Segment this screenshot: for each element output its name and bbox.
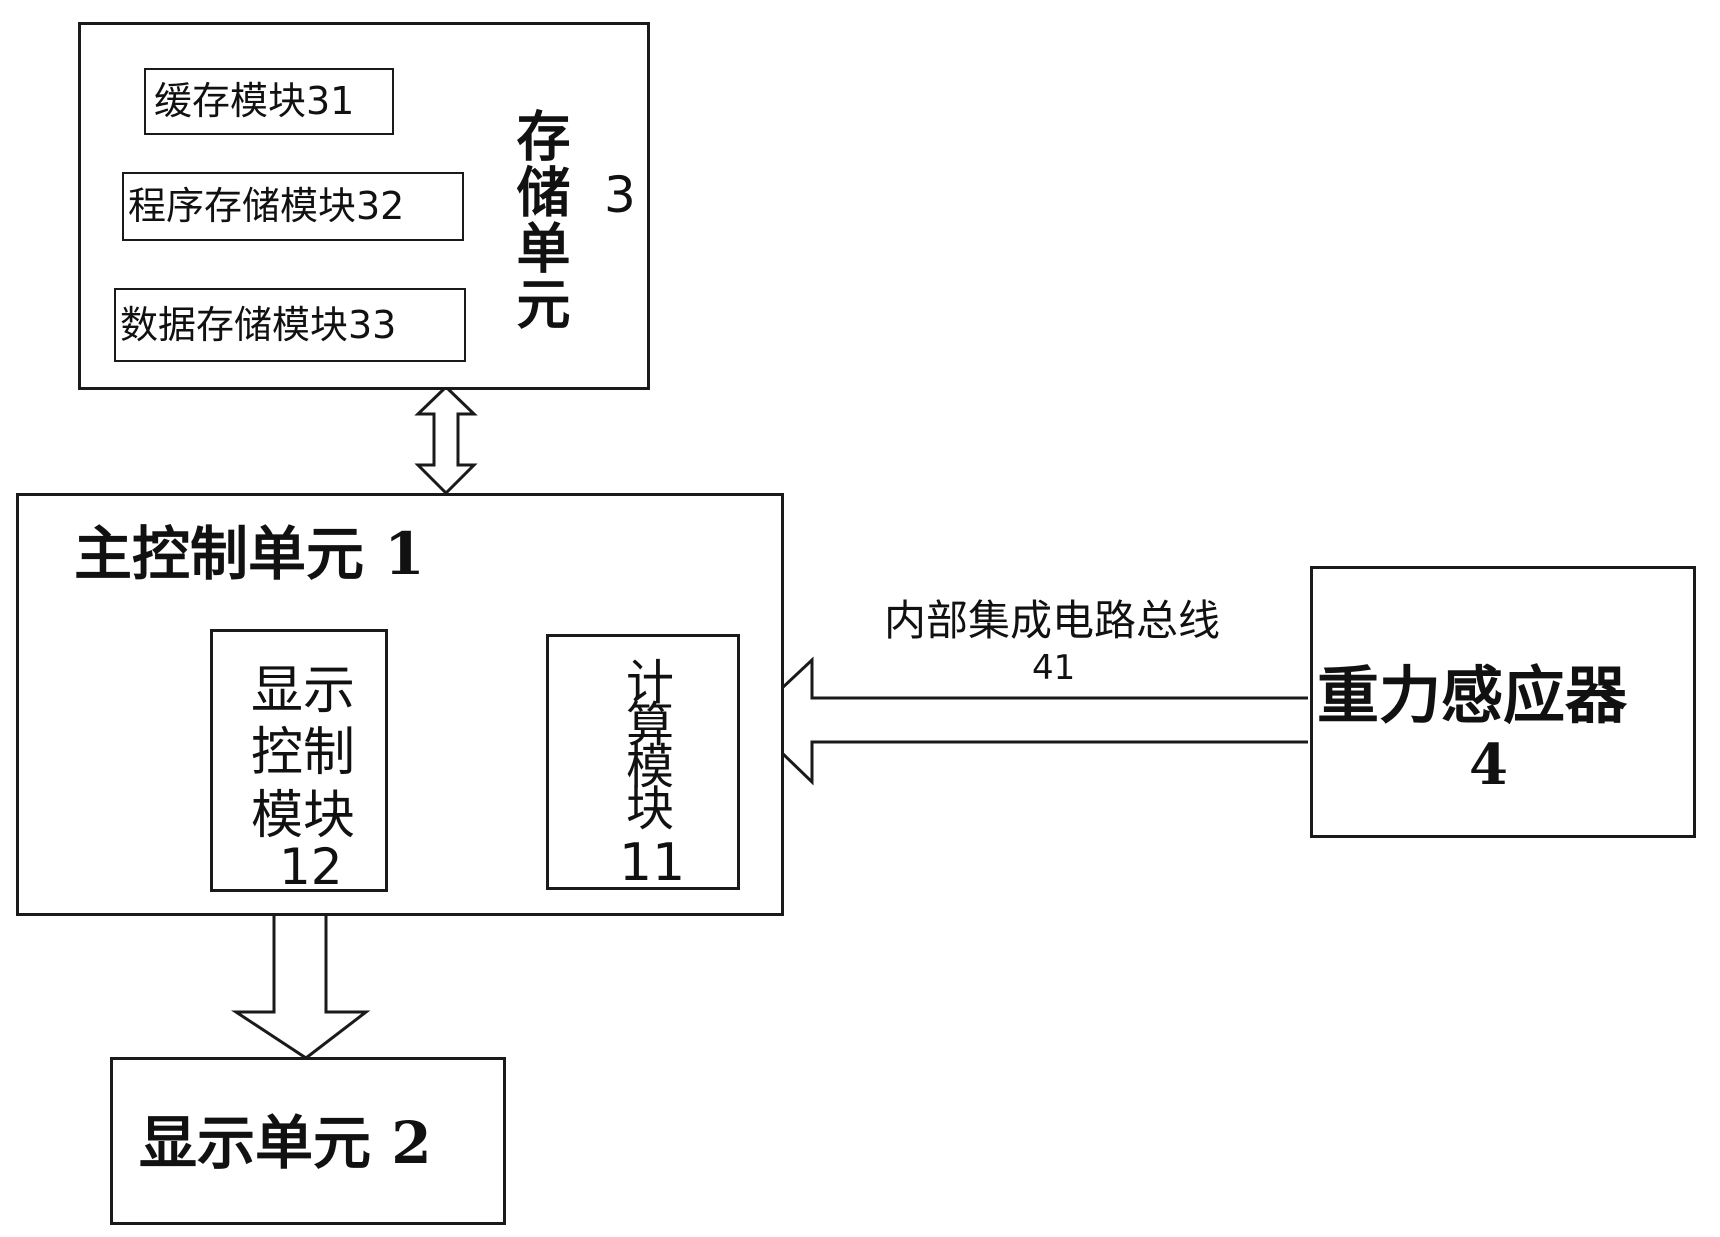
display-unit-label: 显示单元 2 — [139, 1109, 432, 1177]
program-storage-module-box: 程序存储模块32 — [122, 172, 464, 241]
bus-arrow — [745, 656, 1308, 786]
main-control-unit-title: 主控制单元 1 — [74, 520, 425, 588]
bus-label: 内部集成电路总线 — [884, 596, 1221, 645]
cache-module-box: 缓存模块31 — [144, 68, 394, 135]
display-control-module-box: 显示控制模块 12 — [210, 629, 388, 892]
gravity-sensor-label: 重力感应器 — [1317, 659, 1628, 732]
data-storage-module-box: 数据存储模块33 — [114, 288, 466, 362]
display-unit-box: 显示单元 2 — [110, 1057, 506, 1225]
storage-unit-title: 存储单元 — [507, 108, 571, 332]
compute-module-number: 11 — [619, 833, 686, 893]
storage-unit-number: 3 — [604, 166, 636, 224]
cache-module-label: 缓存模块31 — [154, 79, 355, 123]
display-control-module-number: 12 — [279, 838, 343, 896]
compute-module-box: 计算模块 11 — [546, 634, 740, 890]
display-control-module-label: 显示控制模块 — [250, 661, 355, 846]
bus-number: 41 — [1032, 648, 1076, 688]
storage-main-double-arrow — [414, 384, 478, 496]
compute-module-label: 计算模块 — [617, 657, 673, 825]
program-storage-module-label: 程序存储模块32 — [128, 184, 405, 228]
data-storage-module-label: 数据存储模块33 — [120, 303, 397, 347]
gravity-sensor-number: 4 — [1469, 732, 1508, 798]
display-control-to-display-unit-arrow — [230, 902, 371, 1060]
gravity-sensor-box: 重力感应器 4 — [1310, 566, 1696, 838]
